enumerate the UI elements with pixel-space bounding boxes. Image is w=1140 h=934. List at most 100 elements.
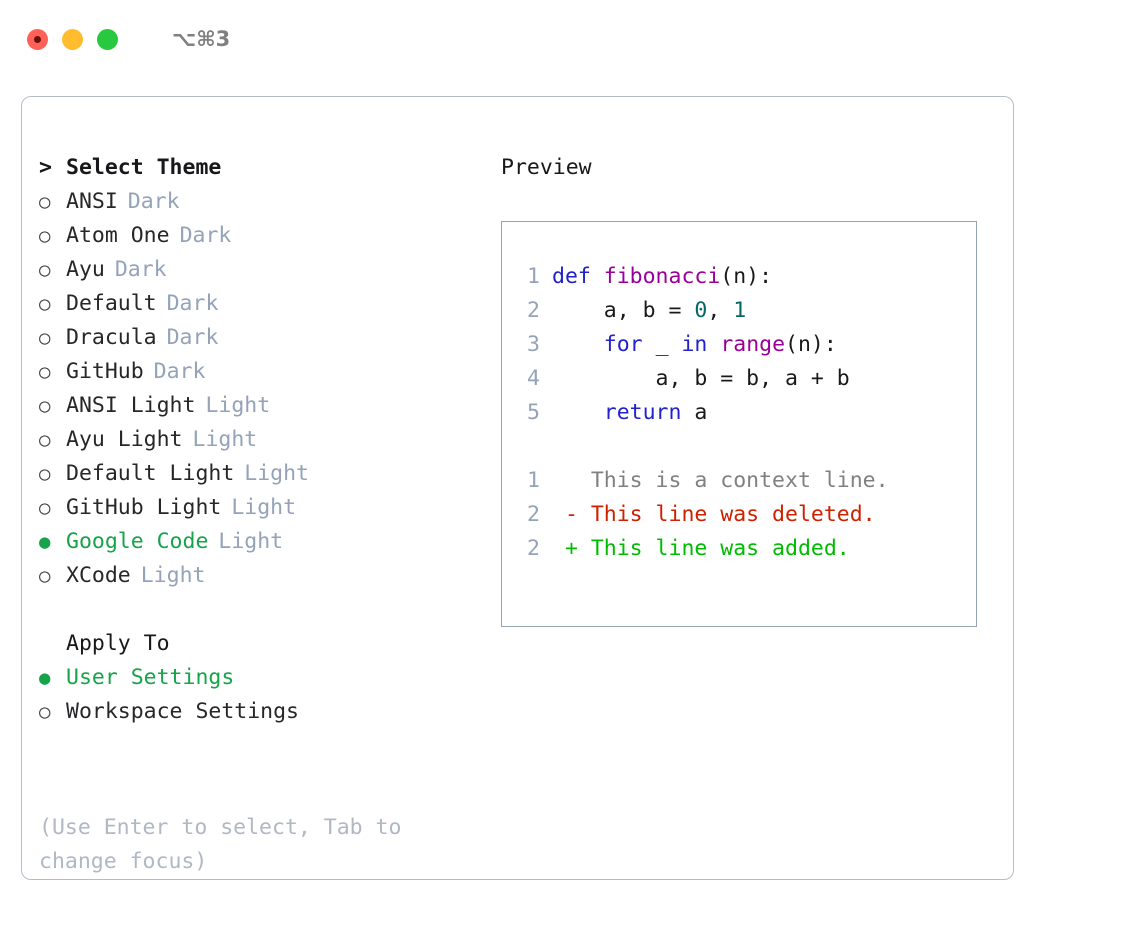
- code-token-plain: (n):: [720, 264, 773, 289]
- code-token-plain: [707, 332, 720, 357]
- theme-name-label: Ayu Light: [66, 427, 183, 452]
- code-line-number: 4: [527, 366, 540, 391]
- radio-selected-icon: ●: [39, 667, 51, 689]
- keyboard-hint-text: (Use Enter to select, Tab to change focu…: [39, 815, 402, 874]
- theme-variant-badge: Light: [140, 563, 206, 588]
- radio-unselected-icon: ○: [39, 361, 51, 383]
- theme-variant-badge: Dark: [153, 359, 206, 384]
- code-line-content: for _ in range(n):: [552, 328, 837, 362]
- theme-variant-badge: Light: [231, 495, 297, 520]
- close-window-icon[interactable]: [27, 28, 48, 50]
- radio-unselected-icon: ○: [39, 429, 51, 451]
- maximize-window-icon[interactable]: [97, 28, 118, 50]
- code-line-number: 5: [527, 400, 540, 425]
- apply-to-option[interactable]: ○ Workspace Settings: [39, 695, 479, 729]
- code-token-plain: a, b =: [552, 298, 695, 323]
- code-line: 3 for _ in range(n):: [502, 328, 976, 362]
- theme-name-label: GitHub Light: [66, 495, 222, 520]
- theme-variant-badge: Dark: [166, 325, 219, 350]
- minimize-window-icon[interactable]: [62, 28, 83, 50]
- diff-line: 2 - This line was deleted.: [502, 498, 976, 532]
- radio-unselected-icon: ○: [39, 497, 51, 519]
- diff-line-number: 2: [527, 536, 540, 561]
- title-bar: ⌥⌘3: [0, 0, 1140, 78]
- preview-title: Preview: [501, 155, 592, 180]
- theme-variant-badge: Dark: [179, 223, 232, 248]
- code-token-kw: in: [681, 332, 708, 357]
- theme-name-label: Dracula: [66, 325, 157, 350]
- theme-list-item[interactable]: ○ ANSI Dark: [39, 185, 479, 219]
- traffic-light-group: [27, 28, 118, 50]
- code-token-fn: range: [720, 332, 786, 357]
- code-line-content: return a: [552, 396, 708, 430]
- window-shortcut-label: ⌥⌘3: [172, 27, 231, 51]
- list-spacer: [39, 593, 479, 627]
- theme-variant-badge: Dark: [166, 291, 219, 316]
- code-token-plain: a, b = b, a + b: [552, 366, 850, 391]
- code-line-number: 1: [527, 264, 540, 289]
- code-token-plain: [552, 400, 604, 425]
- theme-variant-badge: Light: [244, 461, 310, 486]
- theme-list-item[interactable]: ○ GitHub Light Light: [39, 491, 479, 525]
- code-token-num: 0: [694, 298, 708, 323]
- code-token-plain: (n):: [785, 332, 837, 357]
- diff-line-content-ctx: This is a context line.: [552, 468, 889, 493]
- theme-picker-header: > Select Theme: [39, 151, 479, 185]
- theme-variant-badge: Light: [192, 427, 258, 452]
- code-line-content: def fibonacci(n):: [552, 260, 772, 294]
- apply-to-option[interactable]: ● User Settings: [39, 661, 479, 695]
- theme-name-label: Ayu: [66, 257, 105, 282]
- code-token-kw: for: [603, 332, 643, 357]
- code-token-plain: a: [681, 400, 708, 425]
- theme-name-label: Default: [66, 291, 157, 316]
- code-token-num: 1: [733, 298, 747, 323]
- code-token-plain: [552, 332, 604, 357]
- theme-list-item[interactable]: ○ XCode Light: [39, 559, 479, 593]
- diff-line-number: 2: [527, 502, 540, 527]
- theme-variant-badge: Dark: [127, 189, 180, 214]
- code-line: 5 return a: [502, 396, 976, 430]
- code-token-kw: def: [552, 264, 604, 289]
- radio-unselected-icon: ○: [39, 395, 51, 417]
- apply-to-label: Workspace Settings: [66, 699, 299, 724]
- radio-selected-icon: ●: [39, 531, 51, 553]
- apply-to-label: User Settings: [66, 665, 235, 690]
- code-token-plain: _: [642, 332, 682, 357]
- diff-line: 2 + This line was added.: [502, 532, 976, 566]
- radio-unselected-icon: ○: [39, 191, 51, 213]
- theme-name-label: XCode: [66, 563, 131, 588]
- code-token-fn: fibonacci: [603, 264, 721, 289]
- theme-variant-badge: Light: [218, 529, 284, 554]
- apply-to-list: ● User Settings ○ Workspace Settings: [39, 661, 479, 729]
- radio-unselected-icon: ○: [39, 701, 51, 723]
- radio-unselected-icon: ○: [39, 225, 51, 247]
- diff-line-content-add: + This line was added.: [552, 536, 850, 561]
- prompt-caret-icon: >: [39, 155, 52, 180]
- theme-list-item[interactable]: ○ Ayu Light Light: [39, 423, 479, 457]
- theme-name-label: ANSI: [66, 189, 118, 214]
- code-line-content: a, b = 0, 1: [552, 294, 746, 328]
- theme-name-label: Google Code: [66, 529, 209, 554]
- radio-unselected-icon: ○: [39, 565, 51, 587]
- apply-to-header: Apply To: [39, 627, 479, 661]
- code-line-number: 3: [527, 332, 540, 357]
- code-line-content: a, b = b, a + b: [552, 362, 850, 396]
- theme-picker-title: Select Theme: [66, 155, 222, 180]
- code-line: 2 a, b = 0, 1: [502, 294, 976, 328]
- theme-list-item[interactable]: ○ Dracula Dark: [39, 321, 479, 355]
- diff-line-number: 1: [527, 468, 540, 493]
- theme-list-item[interactable]: ● Google Code Light: [39, 525, 479, 559]
- radio-unselected-icon: ○: [39, 327, 51, 349]
- code-token-plain: ,: [707, 298, 734, 323]
